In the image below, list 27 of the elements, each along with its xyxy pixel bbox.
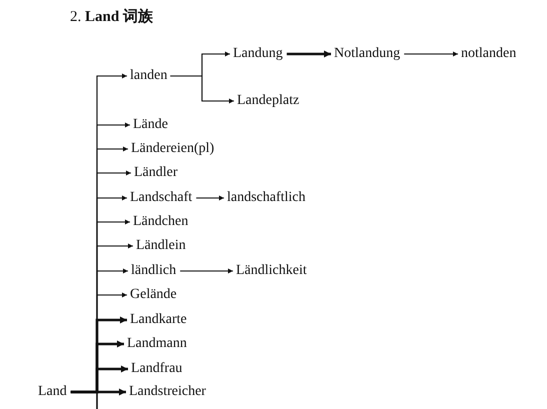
word-label: Land [38,383,67,401]
word-label: notlanden [461,45,516,63]
word-label: Landeplatz [237,92,300,110]
arrow [180,268,233,274]
arrow [404,52,458,56]
word-label: Landkarte [130,311,187,329]
arrow [70,388,126,396]
word-label: landschaftlich [227,189,306,207]
heading: 2. Land 词族 [70,7,153,27]
arrow [286,50,331,58]
word-label: Landmann [127,335,187,353]
word-label: Ländler [134,164,178,182]
word-label: landen [130,67,168,85]
word-label: Ländlichkeit [236,262,307,280]
word-label: Landung [233,45,283,63]
word-label: Landfrau [131,360,182,378]
word-label: Landstreicher [129,383,206,401]
word-label: ländlich [131,262,176,280]
arrow [170,75,234,104]
word-label: Notlandung [334,45,400,63]
word-label: Ländereien(pl) [131,140,214,158]
word-label: Ländchen [133,213,188,231]
arrow [196,196,224,200]
word-label: Gelände [130,286,177,304]
word-label: Landschaft [130,189,192,207]
word-label: Ländlein [136,237,186,255]
word-label: Lände [133,116,168,134]
